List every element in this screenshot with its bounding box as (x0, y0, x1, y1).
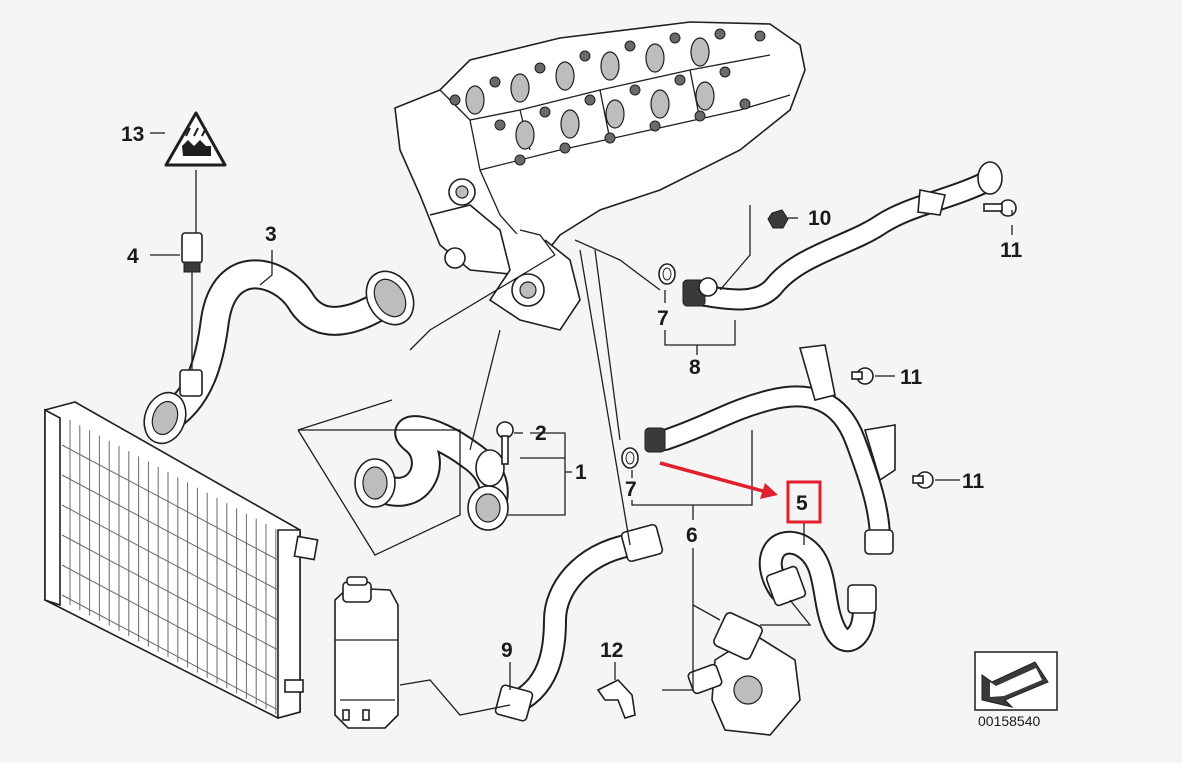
cylinder-head (394, 21, 806, 331)
highlight-arrow-head (760, 483, 778, 499)
radiator (44, 401, 319, 720)
label-2: 2 (535, 422, 547, 445)
label-3: 3 (265, 223, 277, 246)
label-11-top: 11 (1000, 239, 1023, 262)
label-12: 12 (600, 639, 623, 662)
part-labels: 13 4 3 2 1 10 11 11 11 7 8 7 6 5 9 12 (121, 123, 1023, 662)
label-9: 9 (501, 639, 513, 662)
label-1: 1 (575, 461, 587, 484)
radiator-tube (61, 534, 279, 651)
radiator-core-fins (61, 420, 279, 715)
radiator-tube (61, 564, 279, 681)
label-6: 6 (686, 524, 698, 547)
radiator-tube (61, 444, 279, 561)
catalog-arrow-icon (981, 661, 1049, 708)
label-5: 5 (796, 492, 808, 515)
catalog-number: 00158540 (978, 713, 1041, 729)
hose-clamps (143, 161, 1003, 722)
radiator-tube (61, 594, 279, 711)
leader-lines (150, 132, 1013, 716)
radiator-tube (61, 504, 279, 621)
small-parts (179, 199, 1017, 719)
label-7-upper: 7 (657, 307, 669, 330)
highlight-annotation (659, 461, 822, 524)
expansion-tank (334, 576, 399, 729)
label-4: 4 (127, 245, 139, 268)
label-10: 10 (808, 207, 831, 230)
water-pump (687, 612, 801, 736)
label-13: 13 (121, 123, 144, 146)
highlight-box (786, 480, 822, 524)
label-11-middle: 11 (900, 366, 923, 389)
radiator-tube (61, 474, 279, 591)
label-11-bottom: 11 (962, 470, 985, 493)
catalog-reference: 00158540 (974, 651, 1058, 729)
label-8: 8 (689, 356, 701, 379)
hot-coolant-warning-icon (164, 111, 227, 233)
label-7-lower: 7 (625, 478, 637, 501)
